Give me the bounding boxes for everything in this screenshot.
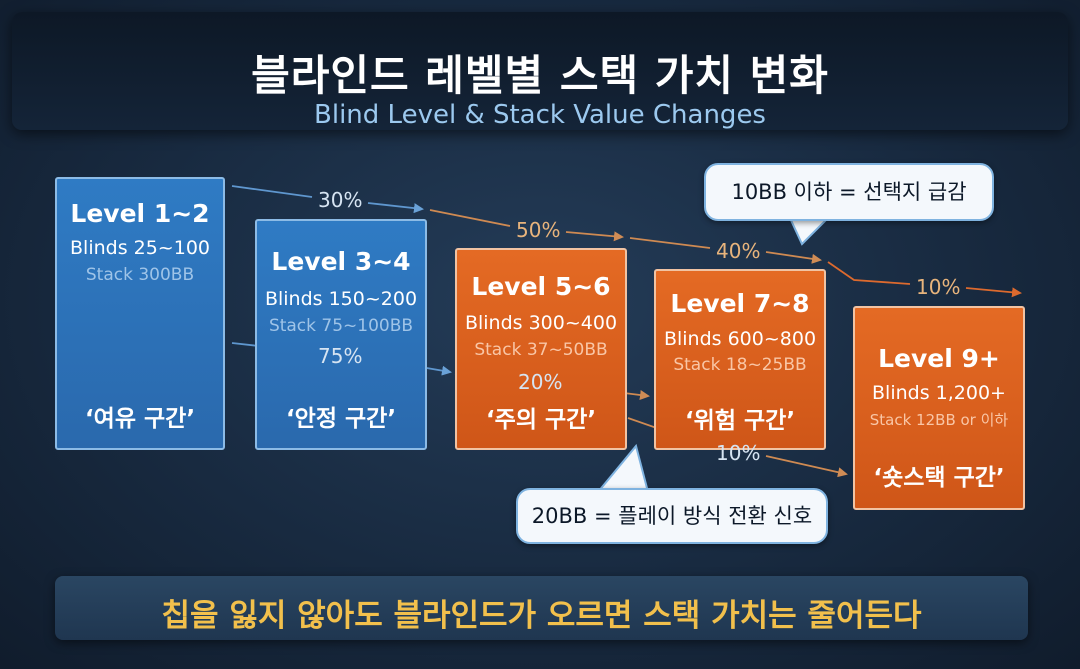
- level-stack: Stack 37~50BB: [474, 340, 608, 360]
- level-blinds: Blinds 300~400: [464, 312, 618, 334]
- level-name: Level 7~8: [670, 289, 810, 318]
- level-stack: Stack 12BB or 이하: [869, 411, 1009, 429]
- level-box-3: Level 5~6 Blinds 300~400 Stack 37~50BB ‘…: [455, 248, 627, 450]
- callout-twenty-bb-text: 20BB = 플레이 방식 전환 신호: [531, 504, 813, 528]
- level-zone: ‘숏스택 구간’: [873, 465, 1005, 491]
- level-box-2: Level 3~4 Blinds 150~200 Stack 75~100BB …: [255, 219, 427, 450]
- level-zone: ‘여유 구간’: [84, 406, 196, 432]
- upper-arrow-1: [231, 185, 313, 198]
- footer-message: 칩을 잃지 않아도 블라인드가 오르면 스택 가치는 줄어든다: [161, 598, 922, 634]
- upper-percent-4: 10%: [916, 275, 961, 299]
- lower-percent-3: 10%: [716, 441, 761, 465]
- level-zone: ‘위험 구간’: [684, 408, 796, 434]
- upper-arrow-2: [429, 209, 511, 227]
- upper-arrow-2b: [565, 231, 624, 242]
- upper-percent-2: 50%: [516, 218, 561, 242]
- callout-ten-bb-text: 10BB 이하 = 선택지 급감: [731, 180, 967, 204]
- level-stack: Stack 18~25BB: [673, 355, 807, 375]
- level-box-4: Level 7~8 Blinds 600~800 Stack 18~25BB ‘…: [654, 269, 826, 450]
- level-stack: Stack 300BB: [85, 265, 195, 285]
- level-name: Level 3~4: [271, 247, 411, 276]
- level-box-1: Level 1~2 Blinds 25~100 Stack 300BB ‘여유 …: [55, 177, 225, 450]
- footer-panel: 칩을 잃지 않아도 블라인드가 오르면 스택 가치는 줄어든다: [55, 576, 1028, 640]
- level-name: Level 5~6: [471, 272, 611, 301]
- page-subtitle: Blind Level & Stack Value Changes: [314, 100, 766, 130]
- level-box-5: Level 9+ Blinds 1,200+ Stack 12BB or 이하 …: [853, 306, 1025, 510]
- title-panel: 블라인드 레벨별 스택 가치 변화 Blind Level & Stack Va…: [12, 12, 1068, 130]
- level-name: Level 9+: [878, 344, 1000, 373]
- upper-percent-1: 30%: [318, 188, 363, 212]
- level-blinds: Blinds 25~100: [70, 237, 210, 259]
- lower-percent-1: 75%: [318, 344, 363, 368]
- level-blinds: Blinds 600~800: [663, 328, 817, 350]
- upper-arrow-3b: [765, 251, 822, 264]
- level-zone: ‘안정 구간’: [285, 406, 397, 432]
- upper-percent-3: 40%: [716, 239, 761, 263]
- upper-arrow-4: [827, 261, 911, 285]
- level-blinds: Blinds 1,200+: [872, 382, 1006, 404]
- upper-arrow-4b: [965, 287, 1022, 298]
- callout-twenty-bb: 20BB = 플레이 방식 전환 신호: [516, 488, 828, 544]
- level-blinds: Blinds 150~200: [264, 288, 418, 310]
- lower-percent-2: 20%: [518, 370, 563, 394]
- upper-arrow-1b: [367, 202, 424, 214]
- level-name: Level 1~2: [70, 199, 210, 228]
- upper-arrow-3: [629, 237, 711, 249]
- callout-tail-twenty-bb: [595, 443, 650, 493]
- page-title: 블라인드 레벨별 스택 가치 변화: [251, 51, 829, 100]
- lower-arrow-3b: [765, 455, 848, 478]
- level-stack: Stack 75~100BB: [268, 316, 414, 336]
- callout-ten-bb: 10BB 이하 = 선택지 급감: [704, 163, 994, 221]
- level-zone: ‘주의 구간’: [485, 407, 597, 433]
